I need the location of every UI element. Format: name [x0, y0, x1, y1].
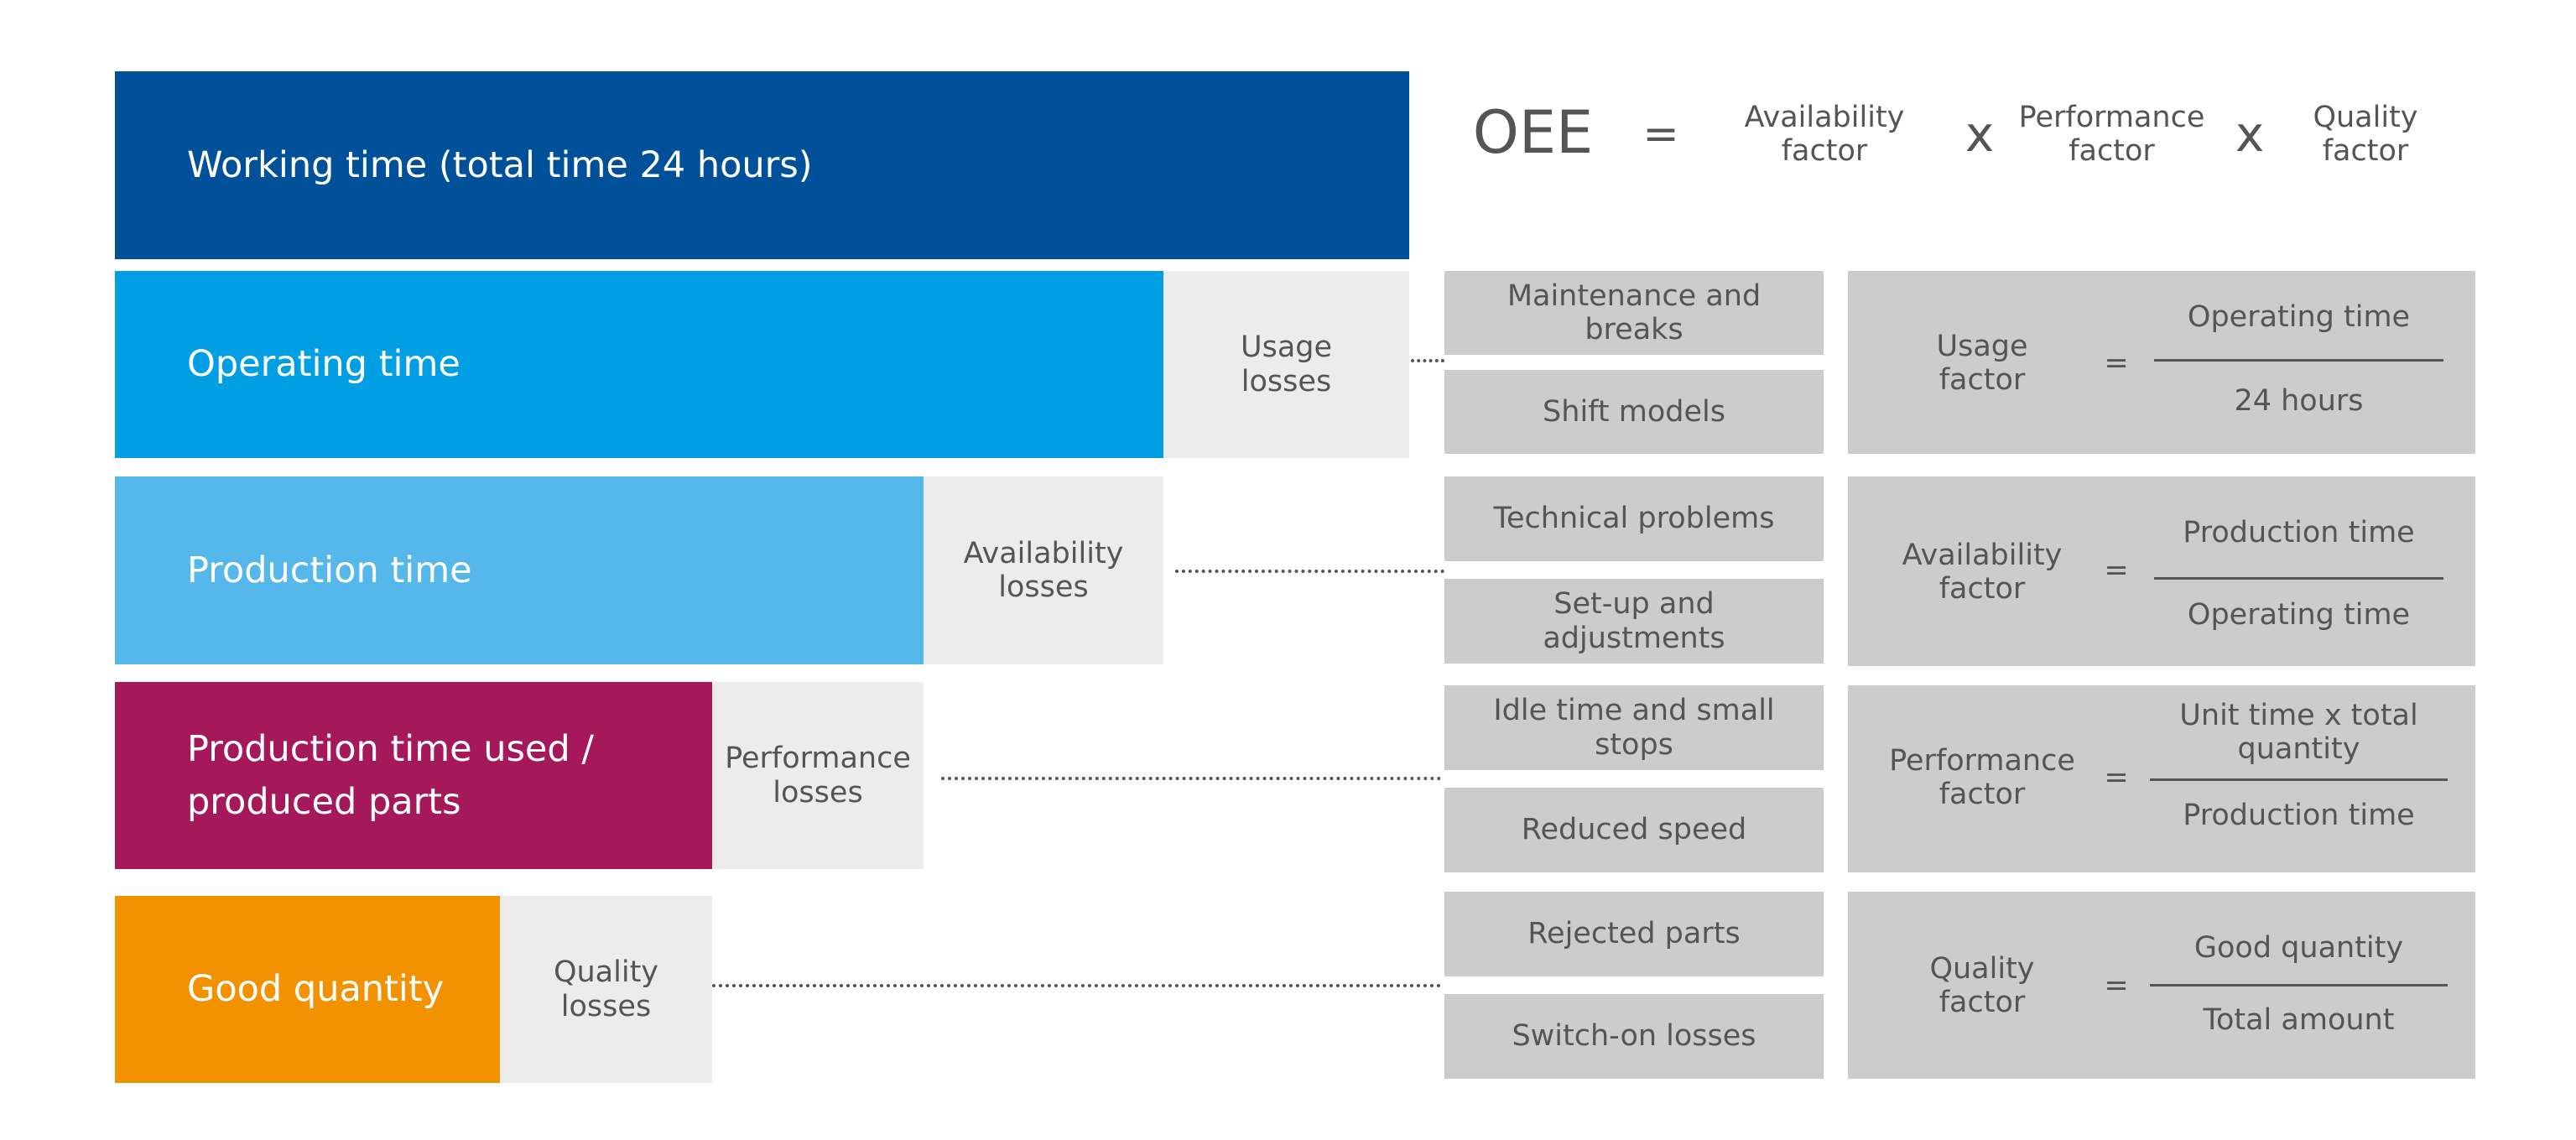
availability-factor-numerator: Production time	[2183, 515, 2415, 549]
usage-factor-equals: =	[2104, 346, 2129, 380]
cause-idle-time: Idle time and small stops	[1444, 685, 1824, 770]
performance-factor-numerator: Unit time x total quantity	[2179, 698, 2418, 766]
cause-maintenance: Maintenance and breaks	[1444, 271, 1824, 355]
usage-factor-label: Usage factor	[1936, 329, 2028, 397]
quality-losses-box: Quality losses	[500, 896, 712, 1083]
oee-title: OEE	[1472, 97, 1594, 167]
availability-factor-equals: =	[2104, 553, 2129, 587]
production-time-label: Production time	[187, 549, 472, 591]
production-time-used-bar: Production time used / produced parts	[115, 682, 712, 869]
oee-equals: =	[1642, 109, 1679, 159]
good-quantity-label: Good quantity	[187, 968, 445, 1011]
working-time-label: Working time (total time 24 hours)	[187, 143, 813, 186]
good-quantity-bar: Good quantity	[115, 896, 500, 1083]
cause-rejected-parts: Rejected parts	[1444, 892, 1824, 976]
oee-quality-factor: Quality factor	[2313, 100, 2418, 168]
production-time-bar: Production time	[115, 476, 924, 664]
oee-performance-factor: Performance factor	[2018, 100, 2205, 168]
cause-switch-on-losses: Switch-on losses	[1444, 994, 1824, 1079]
quality-factor-label: Quality factor	[1929, 951, 2035, 1019]
oee-availability-factor: Availability factor	[1744, 100, 1905, 168]
quality-factor-formula: Quality factor = Good quantity Total amo…	[1848, 892, 2475, 1079]
availability-factor-denominator: Operating time	[2187, 597, 2411, 632]
working-time-bar: Working time (total time 24 hours)	[115, 71, 1409, 259]
quality-connector	[712, 984, 1441, 987]
performance-factor-denominator: Production time	[2183, 798, 2415, 832]
quality-factor-numerator: Good quantity	[2194, 930, 2404, 965]
availability-factor-label: Availability factor	[1902, 538, 2063, 606]
usage-factor-fraction-line	[2154, 359, 2443, 362]
performance-factor-fraction-line	[2150, 778, 2448, 781]
oee-times-2: x	[2235, 106, 2265, 163]
oee-times-1: x	[1965, 106, 1995, 163]
quality-factor-fraction-line	[2150, 984, 2448, 986]
usage-factor-formula: Usage factor = Operating time 24 hours	[1848, 271, 2475, 454]
performance-factor-formula: Performance factor = Unit time x total q…	[1848, 685, 2475, 872]
performance-factor-equals: =	[2104, 760, 2129, 794]
performance-factor-label: Performance factor	[1889, 743, 2075, 811]
availability-factor-fraction-line	[2154, 577, 2443, 580]
cause-setup: Set-up and adjustments	[1444, 579, 1824, 664]
quality-factor-equals: =	[2104, 968, 2129, 1002]
performance-connector	[941, 777, 1441, 780]
usage-factor-numerator: Operating time	[2187, 299, 2411, 334]
operating-time-bar: Operating time	[115, 271, 1163, 458]
usage-factor-denominator: 24 hours	[2234, 383, 2364, 418]
usage-connector	[1411, 359, 1444, 362]
operating-time-label: Operating time	[187, 343, 461, 386]
availability-factor-formula: Availability factor = Production time Op…	[1848, 476, 2475, 666]
performance-losses-box: Performance losses	[712, 682, 924, 869]
production-time-used-label: Production time used / produced parts	[187, 728, 594, 823]
usage-losses-box: Usage losses	[1163, 271, 1409, 458]
availability-losses-box: Availability losses	[924, 476, 1163, 664]
quality-factor-denominator: Total amount	[2203, 1002, 2395, 1037]
cause-technical-problems: Technical problems	[1444, 476, 1824, 561]
availability-connector	[1175, 570, 1444, 573]
cause-reduced-speed: Reduced speed	[1444, 788, 1824, 872]
cause-shift-models: Shift models	[1444, 370, 1824, 454]
